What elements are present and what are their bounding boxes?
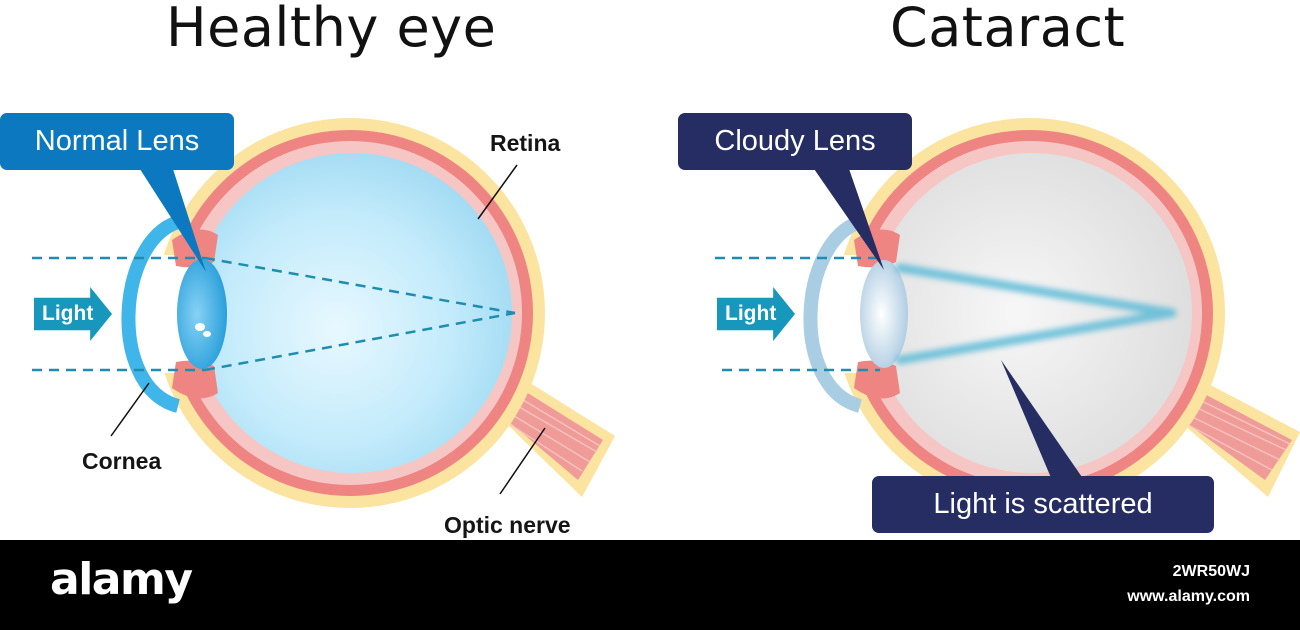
site-url: www.alamy.com bbox=[1127, 588, 1250, 605]
brand-logo: alamy bbox=[50, 554, 193, 605]
retina-leader bbox=[477, 164, 518, 220]
cloudy-lens bbox=[860, 260, 908, 368]
cataract-eye bbox=[715, 118, 1300, 508]
cornea-leader bbox=[110, 382, 150, 437]
cataract-title: Cataract bbox=[890, 0, 1126, 59]
optic-nerve-label: Optic nerve bbox=[444, 512, 571, 538]
vitreous-body bbox=[192, 153, 512, 473]
eye-diagram bbox=[32, 118, 1300, 508]
optic-nerve-leader bbox=[499, 427, 546, 495]
normal-lens-pointer bbox=[138, 166, 206, 272]
light-label-healthy: Light bbox=[42, 302, 94, 325]
retina-label: Retina bbox=[490, 130, 561, 156]
cloudy-lens-pointer bbox=[812, 166, 884, 270]
light-scattered-callout: Light is scattered bbox=[872, 476, 1214, 533]
image-id: 2WR50WJ bbox=[1172, 563, 1250, 580]
light-rays-cataract bbox=[715, 256, 880, 372]
vitreous-body-cataract bbox=[872, 153, 1192, 473]
healthy-eye bbox=[32, 118, 615, 508]
scattered-pointer bbox=[1001, 360, 1084, 480]
light-rays bbox=[32, 256, 516, 372]
cornea-cataract bbox=[803, 215, 863, 413]
cloudy-lens-callout: Cloudy Lens bbox=[678, 113, 912, 170]
normal-lens-callout: Normal Lens bbox=[0, 113, 234, 170]
footer-bar: alamy 2WR50WJ www.alamy.com bbox=[0, 540, 1300, 630]
cornea bbox=[121, 215, 181, 413]
normal-lens bbox=[177, 259, 227, 369]
cornea-label: Cornea bbox=[82, 448, 162, 474]
healthy-eye-title: Healthy eye bbox=[166, 0, 497, 59]
light-label-cataract: Light bbox=[725, 302, 777, 325]
scattered-light bbox=[895, 263, 1177, 365]
